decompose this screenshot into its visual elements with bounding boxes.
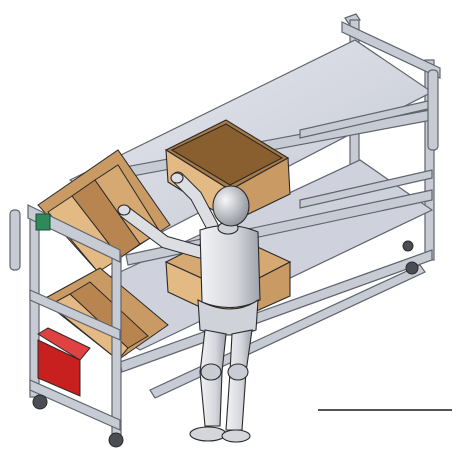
humanoid-mannequin xyxy=(117,171,261,443)
caster-wheels xyxy=(32,240,419,448)
red-bin xyxy=(37,327,91,397)
green-label-tag xyxy=(35,213,51,231)
rack-frame-front-left xyxy=(9,69,439,436)
